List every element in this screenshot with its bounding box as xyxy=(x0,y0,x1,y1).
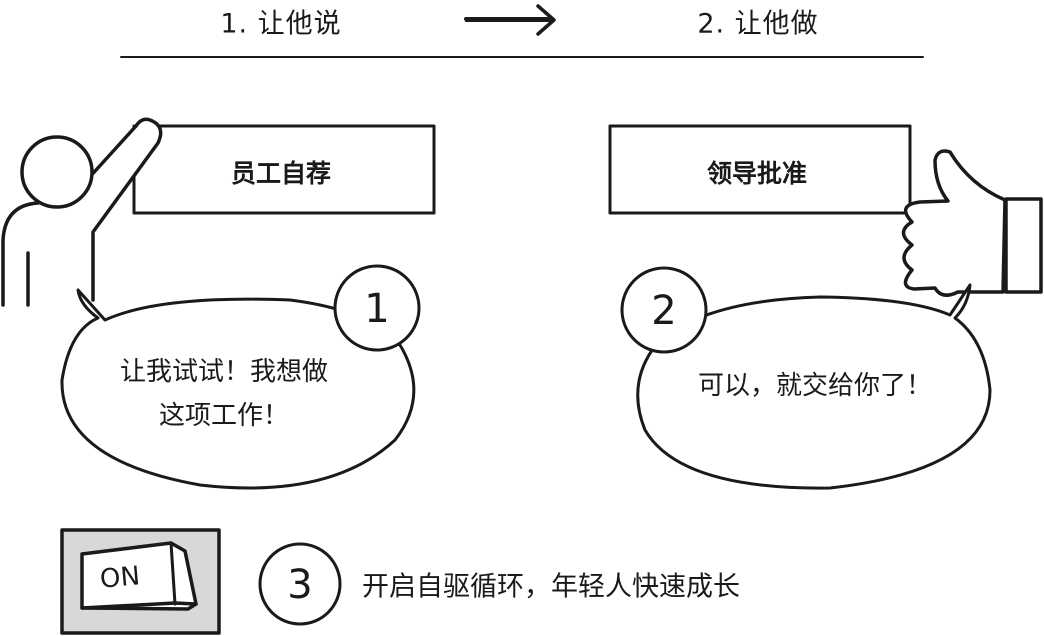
box-left-label: 员工自荐 xyxy=(230,159,332,188)
box-right xyxy=(608,124,912,215)
thumbs-up-icon xyxy=(901,149,1043,297)
step1-title: 1. 让他说 xyxy=(220,8,342,40)
bubble-right-text: 可以，就交给你了！ xyxy=(697,371,933,401)
bubble-left-line2: 这项工作！ xyxy=(158,401,290,431)
arrow-icon xyxy=(464,4,556,36)
switch-label: ON xyxy=(98,561,142,595)
bubble-right-number: 2 xyxy=(651,288,677,334)
on-switch-icon xyxy=(60,528,221,635)
box-right-label: 领导批准 xyxy=(706,159,808,188)
step2-title: 2. 让他做 xyxy=(697,8,819,40)
step3-text: 开启自驱循环，年轻人快速成长 xyxy=(362,571,740,603)
step3-number: 3 xyxy=(287,562,313,608)
step3-circle xyxy=(258,542,342,626)
bubble-left-number: 1 xyxy=(364,286,390,332)
speech-bubble-left xyxy=(60,264,421,490)
bubble-left-text: 让我试试！我想做 这项工作！ xyxy=(120,350,328,438)
bubble-left-line1: 让我试试！我想做 xyxy=(119,357,329,387)
speech-bubble-right xyxy=(620,266,992,490)
person-icon xyxy=(1,117,163,307)
